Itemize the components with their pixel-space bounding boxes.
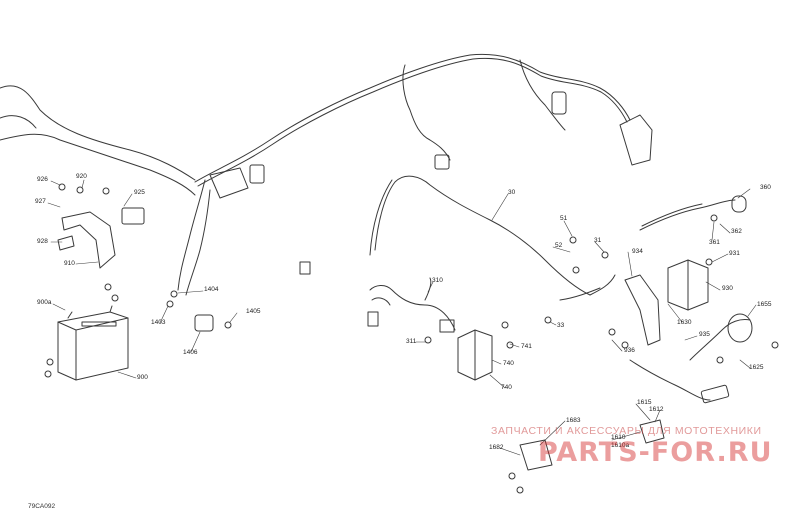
callout-31: 31: [594, 237, 602, 244]
watermark-tagline: ЗАПЧАСТИ И АКСЕССУАРЫ ДЛЯ МОТОТЕХНИКИ: [491, 425, 762, 437]
watermark-logo: PARTS-FOR.RU: [538, 437, 773, 468]
callout-1683: 1683: [566, 417, 581, 424]
callout-52: 52: [555, 242, 563, 249]
callout-900a: 900a: [37, 299, 52, 306]
module-1655: [727, 313, 753, 343]
callout-900: 900: [137, 374, 148, 381]
callout-361: 361: [709, 239, 720, 246]
callout-1612: 1612: [649, 406, 664, 413]
callout-1404: 1404: [204, 286, 219, 293]
callout-1403: 1403: [151, 319, 166, 326]
callout-935: 935: [699, 331, 710, 338]
callout-1610a: 1610a: [611, 442, 630, 449]
callout-51: 51: [560, 215, 568, 222]
relay-box: [457, 329, 493, 381]
callout-926: 926: [37, 176, 48, 183]
harness-1630: [629, 319, 751, 401]
figure-code: 79CA092: [28, 503, 56, 510]
switch-assembly: [519, 419, 665, 471]
callout-930: 930: [722, 285, 733, 292]
callout-920: 920: [76, 173, 87, 180]
callout-1630: 1630: [677, 319, 692, 326]
callout-33: 33: [557, 322, 565, 329]
callout-936: 936: [624, 347, 635, 354]
callout-928: 928: [37, 238, 48, 245]
callout-311: 311: [406, 338, 417, 345]
callout-741: 741: [521, 343, 532, 350]
harness-30: [369, 175, 616, 301]
callout-934: 934: [632, 248, 643, 255]
harness-310: [369, 277, 456, 331]
callout-360: 360: [760, 184, 771, 191]
connectors: [121, 91, 747, 333]
callout-1615: 1615: [637, 399, 652, 406]
harness-360: [639, 199, 736, 231]
fuse-bracket: [624, 274, 661, 346]
callout-910: 910: [64, 260, 75, 267]
frame-tube: [0, 85, 196, 196]
battery: [57, 305, 129, 381]
callout-1610: 1610: [611, 434, 626, 441]
callout-1405: 1405: [246, 308, 261, 315]
fuse-box: [667, 259, 709, 311]
callout-1406: 1406: [183, 349, 198, 356]
leader-lines: [47, 179, 757, 456]
callout-931: 931: [729, 250, 740, 257]
callout-310: 310: [432, 277, 443, 284]
callout-1625: 1625: [749, 364, 764, 371]
callout-1682: 1682: [489, 444, 504, 451]
callout-1655: 1655: [757, 301, 772, 308]
callout-927: 927: [35, 198, 46, 205]
fasteners: [44, 183, 779, 494]
main-wiring-harness: [177, 53, 631, 296]
callout-925: 925: [134, 189, 145, 196]
callout-30: 30: [508, 189, 516, 196]
callout-362: 362: [731, 228, 742, 235]
callout-740b: 740: [501, 384, 512, 391]
callout-740a: 740: [503, 360, 514, 367]
module-1625: [700, 384, 730, 404]
battery-bracket: [57, 211, 116, 269]
